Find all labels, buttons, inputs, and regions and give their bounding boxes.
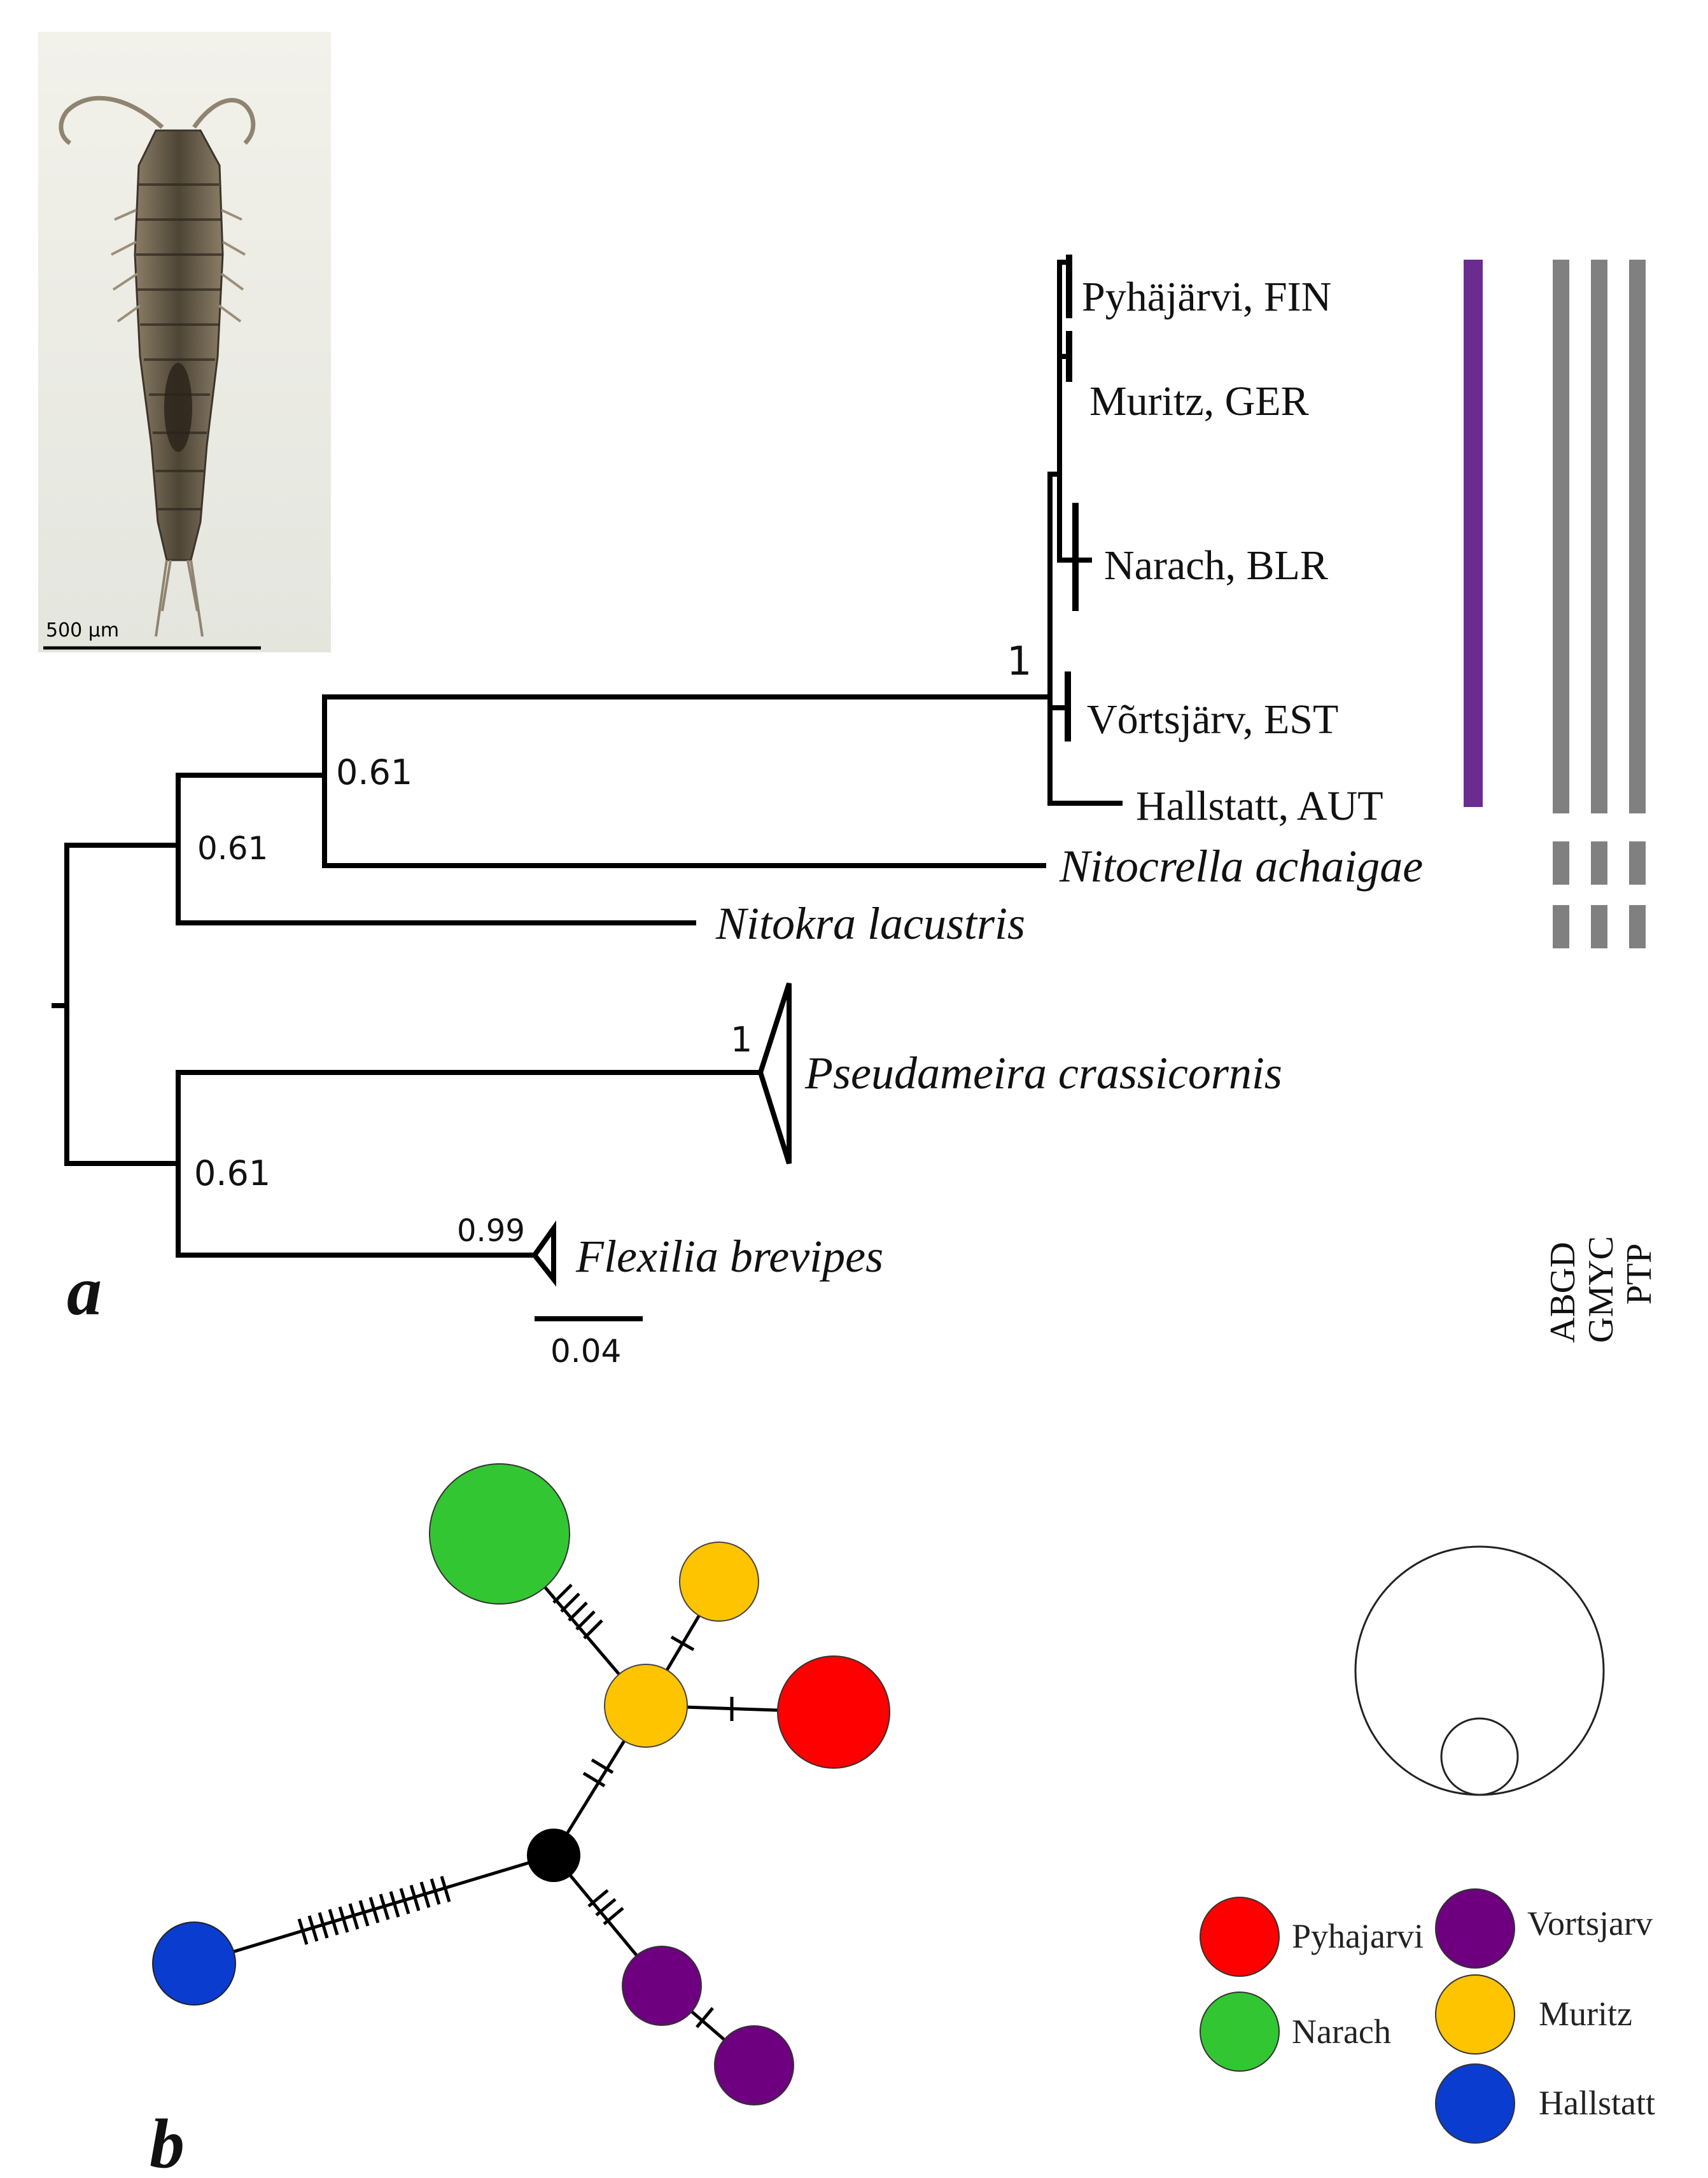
- species-bar-purple: [1464, 260, 1483, 807]
- haplotype-hallstatt: [152, 1922, 236, 2006]
- legend-swatch-vortsjarv: [1435, 1888, 1515, 1969]
- panel-letter-a: a: [67, 1252, 102, 1330]
- legend-label-muritz: Muritz: [1539, 1995, 1632, 2033]
- legend-label-hallstatt: Hallstatt: [1539, 2084, 1655, 2122]
- legend-label-pyhajarvi: Pyhajarvi: [1292, 1917, 1424, 1955]
- legend: Pyhajarvi Vortsjarv Narach Muritz Hallst…: [1200, 1888, 1655, 2144]
- tree-scale-label: 0.04: [550, 1333, 621, 1370]
- tip-nitokra: Nitokra lacustris: [715, 898, 1025, 949]
- gmyc-bar-nitokra: [1591, 905, 1607, 948]
- tip-muritz: Muritz, GER: [1089, 378, 1309, 425]
- ptp-bar-nitocrella: [1629, 841, 1646, 885]
- panel-letter-b: b: [150, 2105, 185, 2178]
- legend-swatch-hallstatt: [1435, 2063, 1515, 2144]
- tip-nitocrella: Nitocrella achaigae: [1059, 841, 1423, 892]
- tip-flexilia: Flexilia brevipes: [575, 1231, 883, 1282]
- legend-label-narach: Narach: [1292, 2013, 1391, 2051]
- tree-scale-bar: 0.04: [535, 1316, 643, 1370]
- tip-vortsjarv: Võrtsjärv, EST: [1087, 696, 1338, 743]
- method-label-gmyc: GMYC: [1581, 1236, 1621, 1343]
- haplotype-narach: [429, 1463, 570, 1605]
- abgd-bar-nitocrella: [1553, 841, 1569, 885]
- tip-pseudameira: Pseudameira crassicornis: [804, 1048, 1282, 1099]
- legend-swatch-muritz: [1435, 1974, 1515, 2055]
- haplotype-muritz-top: [679, 1542, 759, 1622]
- abgd-bar-nitokra: [1553, 905, 1569, 948]
- photo-scale-label: 500 µm: [46, 619, 119, 642]
- species-delimitation-bars: [1464, 260, 1646, 948]
- size-key: [1354, 1545, 1605, 1796]
- support-inner-clade: 1: [1007, 638, 1032, 684]
- haplotype-pyhajarvi: [777, 1655, 890, 1769]
- support-node-c: 0.61: [194, 1153, 270, 1193]
- tip-pyhajarvi: Pyhäjärvi, FIN: [1082, 274, 1331, 320]
- gmyc-bar-nitocrella: [1591, 841, 1607, 885]
- median-vector: [527, 1829, 580, 1882]
- phylogenetic-tree: [52, 255, 1123, 1287]
- legend-swatch-narach: [1200, 1992, 1280, 2072]
- support-node-a: 0.61: [336, 752, 412, 792]
- legend-swatch-pyhajarvi: [1200, 1897, 1280, 1977]
- haplotype-network: [152, 1463, 890, 2105]
- abgd-bar-main: [1553, 260, 1569, 813]
- haplotype-vortsjarv-1: [622, 1946, 702, 2026]
- ptp-bar-nitokra: [1629, 905, 1646, 948]
- tip-narach: Narach, BLR: [1104, 542, 1328, 589]
- support-node-b: 0.61: [197, 830, 268, 867]
- gmyc-bar-main: [1591, 260, 1607, 813]
- copepod-photo: 500 µm: [38, 32, 331, 652]
- legend-label-vortsjarv: Vortsjarv: [1527, 1904, 1653, 1943]
- haplotype-vortsjarv-2: [714, 2025, 794, 2105]
- haplotype-muritz-hub: [604, 1664, 688, 1748]
- method-label-abgd: ABGD: [1543, 1242, 1583, 1343]
- method-label-ptp: PTP: [1620, 1244, 1659, 1305]
- tip-hallstatt: Hallstatt, AUT: [1136, 783, 1383, 829]
- ptp-bar-main: [1629, 260, 1646, 813]
- support-flexilia: 0.99: [457, 1213, 525, 1249]
- support-pseudameira: 1: [731, 1020, 752, 1060]
